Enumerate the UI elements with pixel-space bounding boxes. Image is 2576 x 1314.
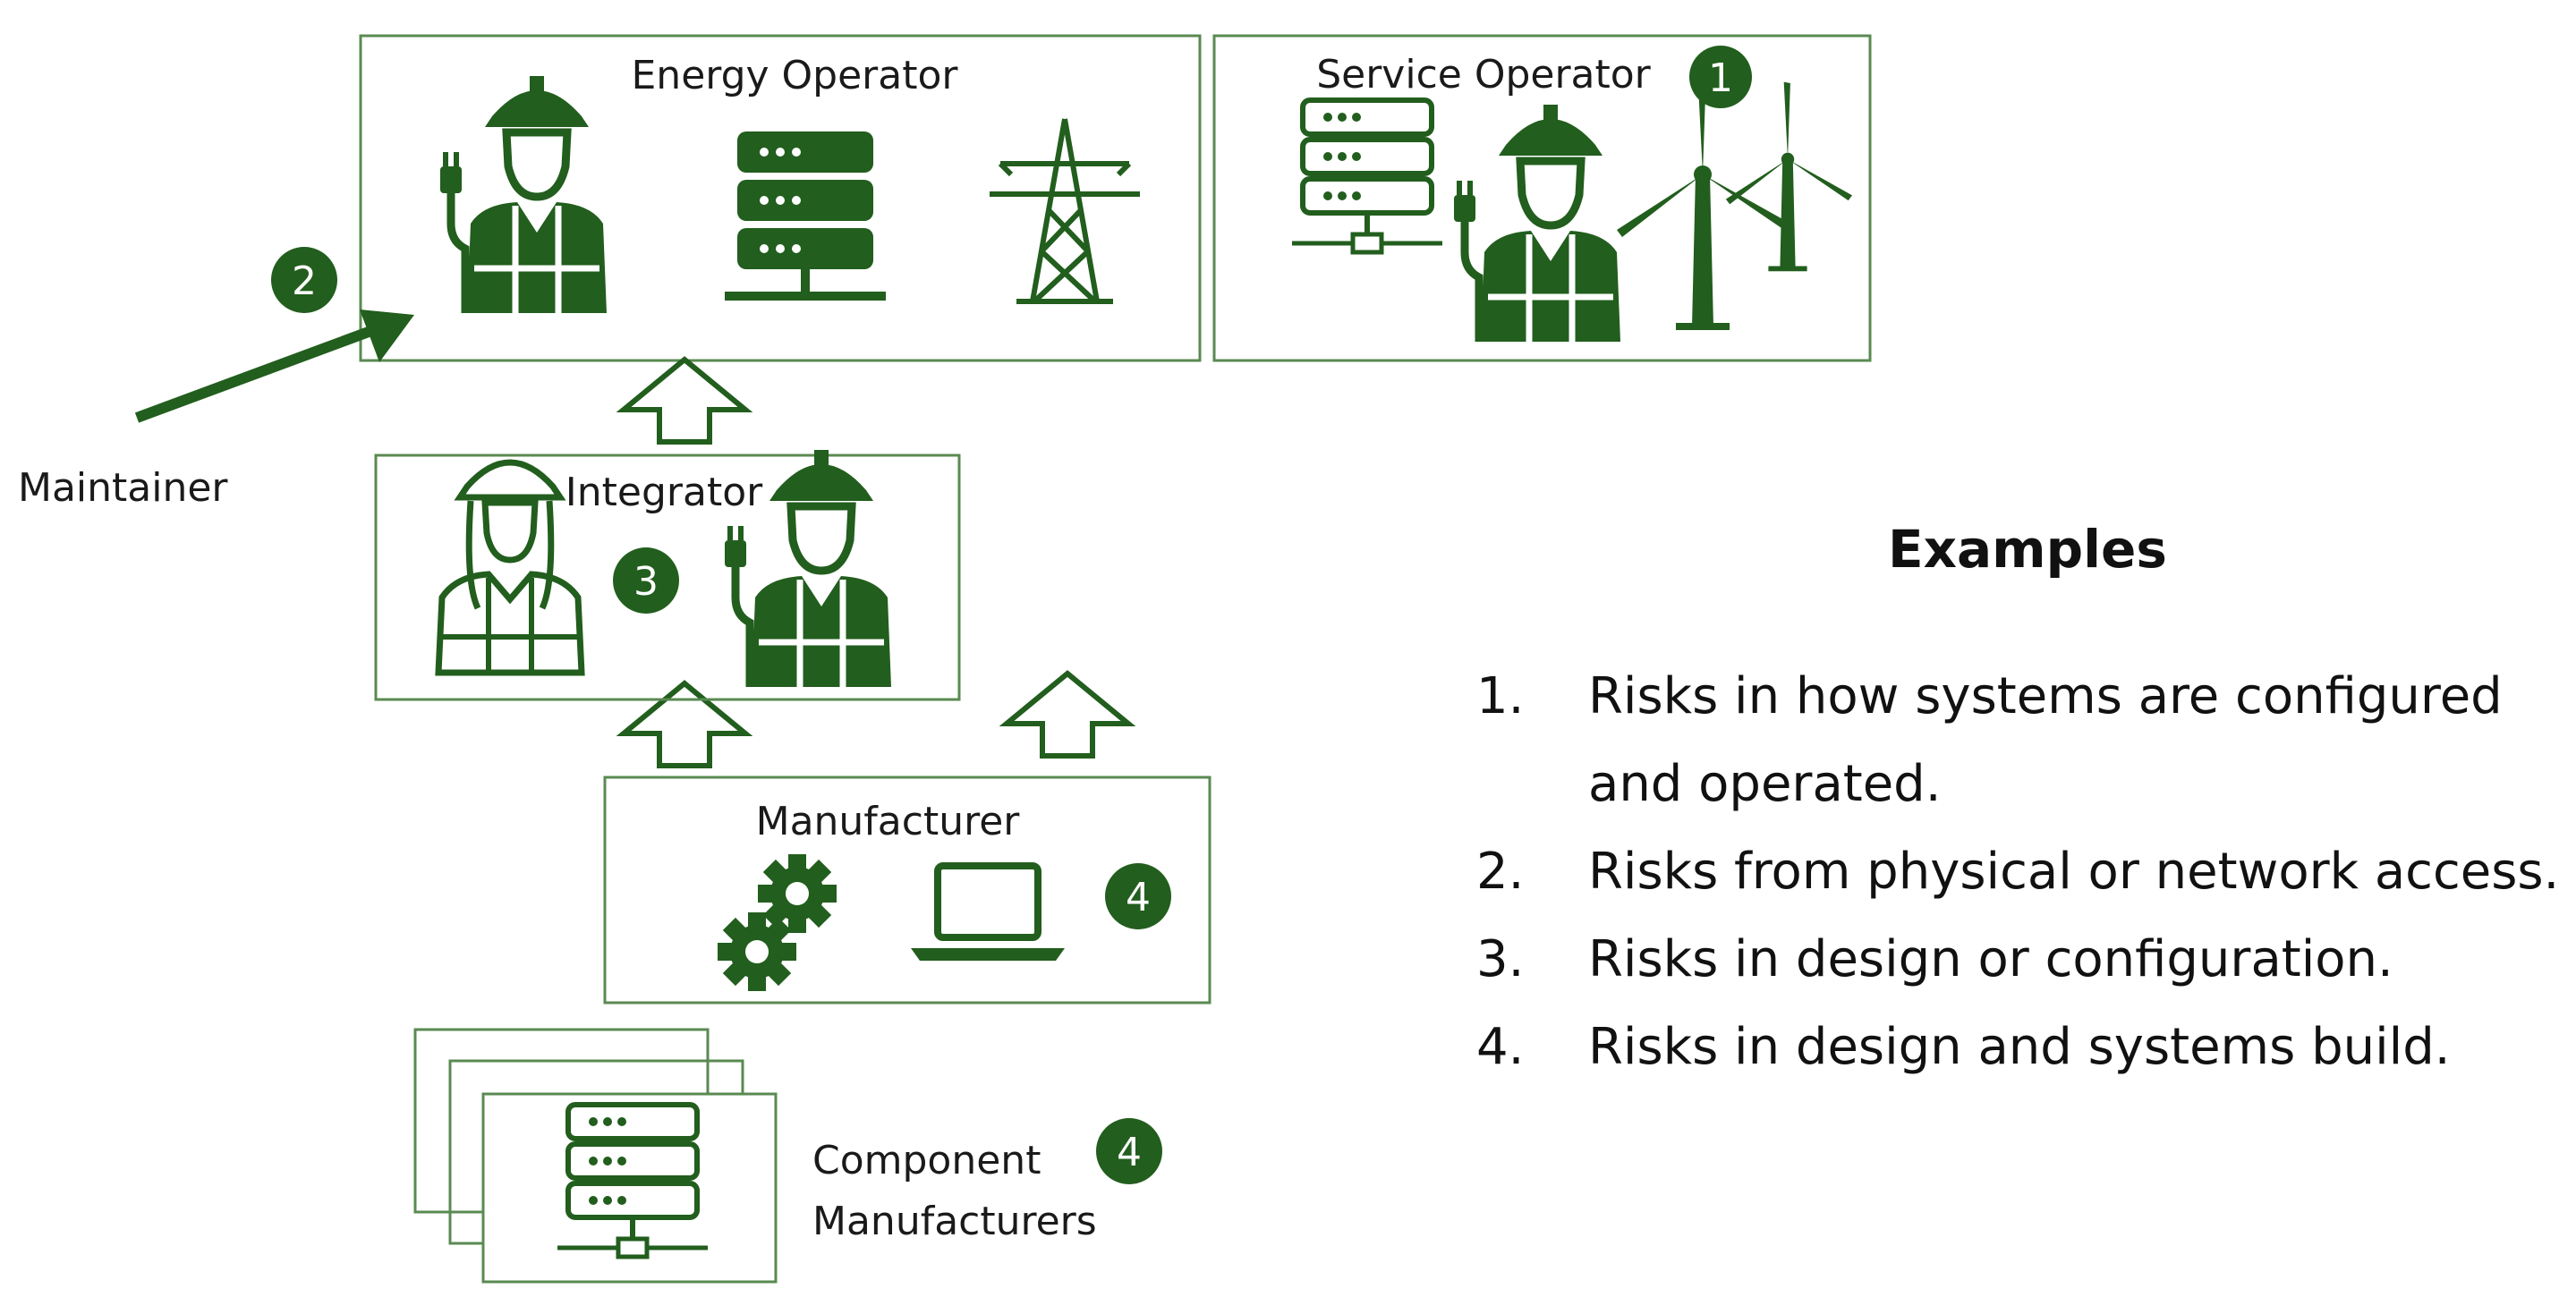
badge-4: 4 <box>1096 1118 1162 1184</box>
server-icon <box>1292 100 1442 252</box>
list-item: 3. Risks in design or configuration. <box>1476 916 2568 1004</box>
svg-text:2: 2 <box>292 259 317 304</box>
badge-3: 3 <box>613 547 679 614</box>
laptop-icon <box>911 862 1065 961</box>
list-item-number: 2. <box>1476 843 1525 901</box>
manufacturer-label: Manufacturer <box>756 799 1021 844</box>
integrator-box: Integrator 3 <box>374 450 961 701</box>
maintainer-arrow <box>134 309 414 423</box>
badge-4: 4 <box>1105 863 1171 929</box>
up-arrow-icon <box>624 360 745 442</box>
gears-icon <box>758 854 837 933</box>
list-item-text: Risks from physical or network access. <box>1588 843 2560 901</box>
badge-2: 2 <box>271 247 337 313</box>
badge-1: 1 <box>1689 46 1752 108</box>
svg-text:4: 4 <box>1117 1130 1142 1175</box>
component-label-line1: Component <box>812 1138 1041 1183</box>
list-item-text: Risks in design and systems build. <box>1588 1018 2451 1076</box>
up-arrow-icon <box>1007 674 1128 756</box>
manufacturer-box: Manufacturer 4 <box>603 776 1211 1005</box>
worker-icon <box>1454 105 1620 342</box>
wind-turbine-icon <box>1617 67 1792 326</box>
maintainer-label: Maintainer <box>18 465 228 511</box>
up-arrow-icon <box>624 683 745 766</box>
integrator-label: Integrator <box>565 470 763 515</box>
component-manufacturers-stack <box>413 1028 778 1284</box>
female-worker-icon <box>438 462 582 673</box>
energy-operator-box: Energy Operator <box>359 34 1202 362</box>
list-item-number: 4. <box>1476 1018 1525 1076</box>
list-item-number: 3. <box>1476 930 1525 988</box>
examples-title: Examples <box>1888 519 2167 580</box>
service-operator-box: Service Operator 1 <box>1212 34 1872 362</box>
server-icon <box>725 131 886 296</box>
wind-turbine-icon <box>1726 82 1852 269</box>
gears-icon <box>718 912 796 991</box>
svg-text:3: 3 <box>633 559 659 605</box>
energy-operator-label: Energy Operator <box>632 53 959 98</box>
transmission-tower-icon <box>990 118 1140 304</box>
worker-icon <box>440 76 607 313</box>
component-label-line2: Manufacturers <box>812 1199 1097 1244</box>
list-item: 4. Risks in design and systems build. <box>1476 1004 2568 1091</box>
svg-text:4: 4 <box>1126 875 1151 920</box>
examples-list: 1. Risks in how systems are configured a… <box>1476 653 2568 1091</box>
svg-text:1: 1 <box>1708 55 1733 101</box>
list-item-number: 1. <box>1476 667 1525 725</box>
list-item: 1. Risks in how systems are configured a… <box>1476 653 2568 828</box>
list-item-text: Risks in how systems are configured and … <box>1588 667 2503 813</box>
list-item-text: Risks in design or configuration. <box>1588 930 2393 988</box>
service-operator-label: Service Operator <box>1316 52 1651 97</box>
list-item: 2. Risks from physical or network access… <box>1476 828 2568 916</box>
